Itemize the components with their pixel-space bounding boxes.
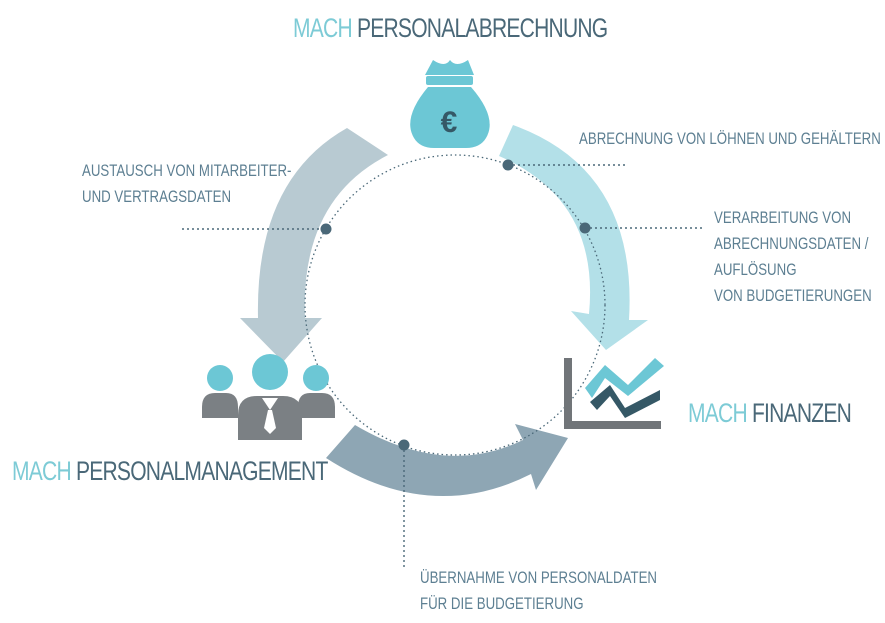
- callout-verarbeitung: VERARBEITUNG VON ABRECHNUNGSDATEN / AUFL…: [714, 205, 872, 309]
- svg-text:€: €: [441, 106, 458, 139]
- arrow-bottom-segment: [326, 424, 568, 497]
- brand-label: MACH: [688, 398, 748, 428]
- callout-line: ABRECHNUNGSDATEN /: [714, 234, 869, 253]
- callout-dot-left-top: [320, 223, 332, 235]
- callout-uebernahme: ÜBERNAHME VON PERSONALDATEN FÜR DIE BUDG…: [420, 565, 657, 617]
- callout-abrechnung: ABRECHNUNG VON LÖHNEN UND GEHÄLTERN: [579, 126, 881, 152]
- arrow-left-segment: [240, 128, 388, 362]
- dotted-cycle-circle: [304, 154, 606, 456]
- node-name: FINANZEN: [751, 398, 852, 428]
- node-title-personalmanagement: MACH PERSONALMANAGEMENT: [12, 458, 328, 485]
- node-name: PERSONALABRECHNUNG: [356, 13, 608, 43]
- money-bag-euro-icon: €: [410, 60, 490, 148]
- callout-line: ABRECHNUNG VON LÖHNEN UND GEHÄLTERN: [579, 129, 881, 148]
- line-chart-icon: [564, 358, 664, 429]
- callout-line: AUSTAUSCH VON MITARBEITER-: [82, 161, 292, 180]
- people-group-icon: [202, 354, 335, 440]
- callout-line: VERARBEITUNG VON: [714, 208, 852, 227]
- callout-dot-bottom: [398, 439, 410, 451]
- node-title-personalabrechnung: MACH PERSONALABRECHNUNG: [293, 13, 608, 43]
- arrow-right-segment: [499, 125, 648, 350]
- callout-line: AUFLÖSUNG: [714, 260, 797, 279]
- callout-line: VON BUDGETIERUNGEN: [714, 286, 872, 305]
- callout-dot-right-top: [502, 159, 514, 171]
- callout-line: ÜBERNAHME VON PERSONALDATEN: [420, 568, 658, 587]
- callout-line: UND VERTRAGSDATEN: [82, 187, 232, 206]
- callout-dot-right-mid: [579, 222, 591, 234]
- callout-line: FÜR DIE BUDGETIERUNG: [420, 594, 584, 613]
- node-name: PERSONALMANAGEMENT: [75, 456, 328, 486]
- brand-label: MACH: [293, 13, 353, 43]
- callout-austausch: AUSTAUSCH VON MITARBEITER- UND VERTRAGSD…: [82, 158, 291, 210]
- node-title-finanzen: MACH FINANZEN: [688, 398, 852, 428]
- brand-label: MACH: [12, 456, 72, 486]
